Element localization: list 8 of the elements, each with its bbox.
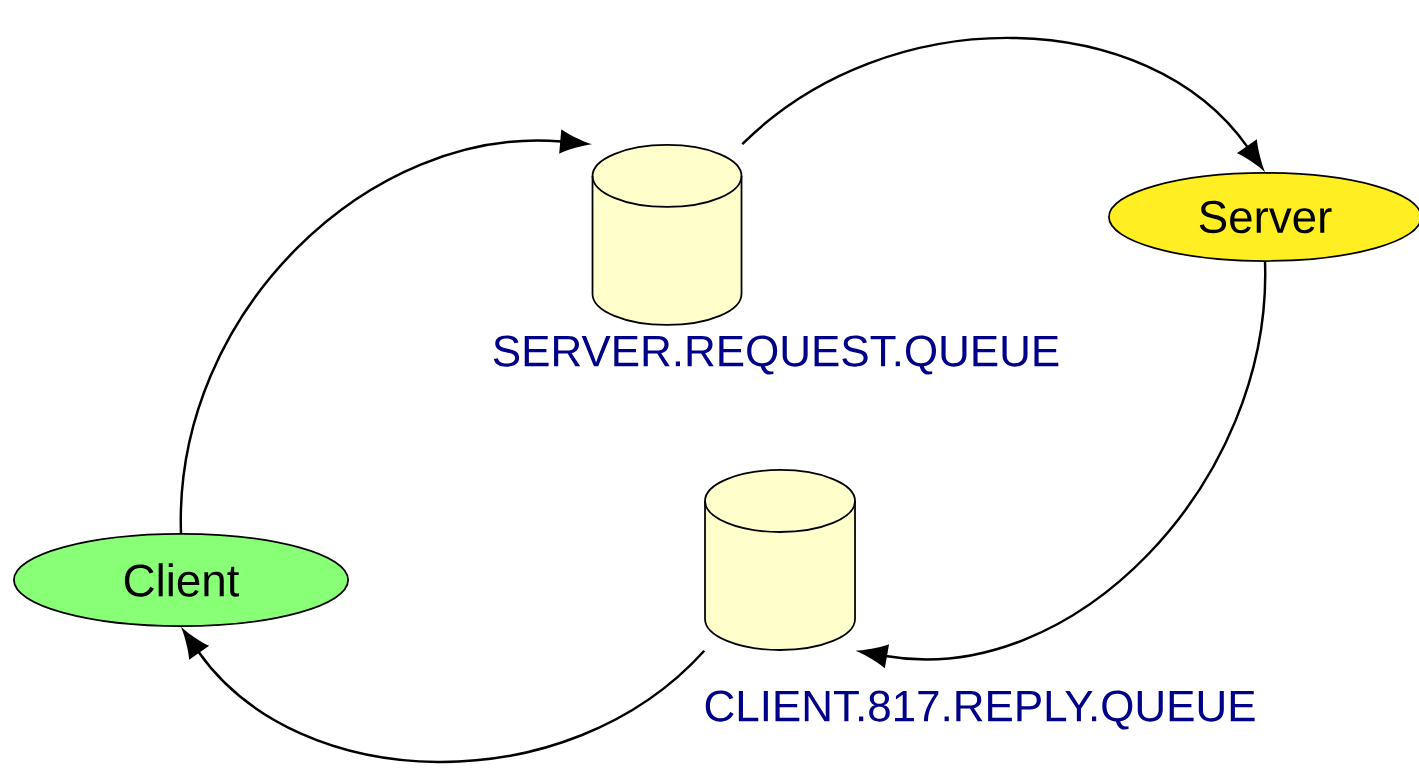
arrow — [859, 261, 1267, 668]
arrow — [741, 36, 1264, 170]
arrow — [182, 629, 706, 763]
arrow — [179, 130, 589, 534]
cylinder — [591, 144, 743, 326]
queue-label: CLIENT.817.REPLY.QUEUE — [705, 690, 1255, 730]
queue-label: SERVER.REQUEST.QUEUE — [493, 335, 1059, 375]
cylinder — [704, 469, 856, 651]
